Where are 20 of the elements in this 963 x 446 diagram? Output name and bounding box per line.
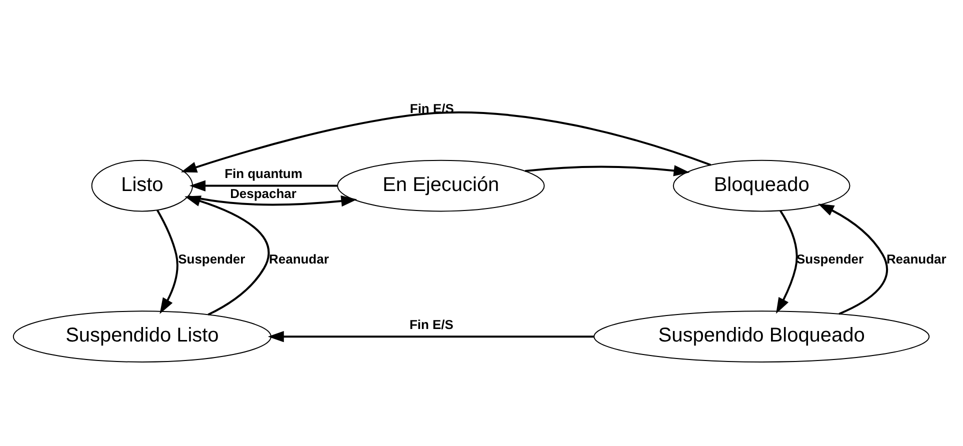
node-ellipse: Suspendido Listo (12, 310, 272, 362)
edge-label: Fin quantum (224, 166, 302, 181)
edge-label: Reanudar (886, 251, 946, 266)
arrow (776, 210, 798, 314)
arrow (188, 194, 358, 206)
edge-label: Reanudar (269, 251, 329, 266)
edge-label: Suspender (796, 251, 864, 266)
arrow (180, 111, 712, 172)
arrow (268, 330, 594, 342)
node-ellipse: En Ejecución (337, 159, 545, 212)
edge-label: Fin E/S (409, 316, 454, 332)
node-ellipse: Suspendido Bloqueado (594, 310, 930, 362)
arrow (818, 203, 888, 314)
arrow (184, 195, 270, 316)
arrow (156, 209, 178, 314)
edge-label: Suspender (178, 251, 246, 266)
arrow (525, 164, 690, 176)
edge-label: Despachar (230, 186, 296, 201)
arrow (190, 180, 338, 191)
node-ellipse: Listo (91, 159, 194, 212)
